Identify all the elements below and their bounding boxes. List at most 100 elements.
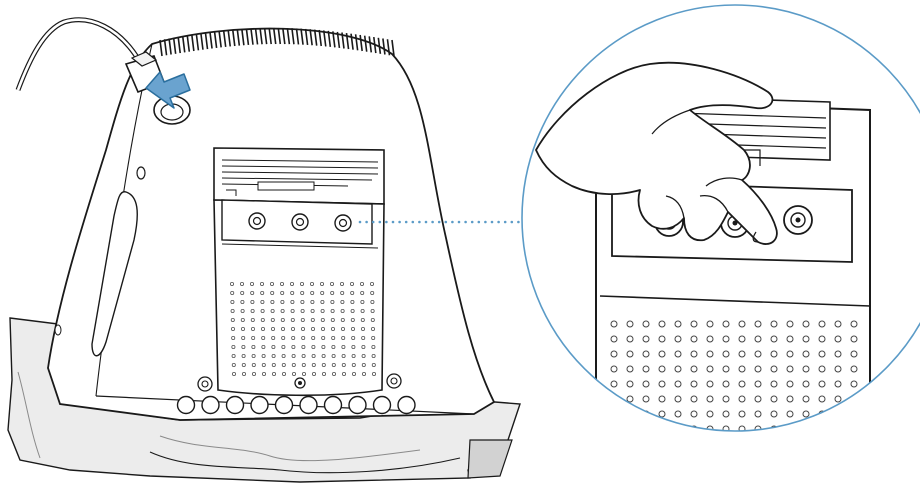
perforation-hole — [771, 441, 777, 447]
perforation-hole — [674, 410, 682, 418]
perforation-hole — [231, 344, 236, 349]
perforation-hole — [320, 308, 325, 313]
perforation-hole — [610, 335, 618, 343]
perforation-hole — [754, 335, 762, 343]
perforation-hole — [341, 335, 346, 340]
vent-slot — [268, 27, 272, 45]
vent-slot — [222, 30, 227, 47]
perforation-hole — [271, 371, 276, 376]
perforation-hole — [251, 362, 256, 367]
leader-dot — [418, 220, 421, 224]
perforation-hole — [331, 371, 336, 376]
perforation-hole — [722, 320, 730, 328]
perforation-hole — [787, 441, 793, 447]
perforation-hole — [321, 335, 326, 340]
perforation-hole — [754, 380, 762, 388]
perforation-hole — [754, 350, 762, 358]
perforation-hole — [370, 326, 375, 331]
vent-slot — [286, 28, 291, 45]
perforation-hole — [786, 410, 794, 418]
perforation-hole — [230, 326, 235, 331]
perforation-hole — [271, 362, 276, 367]
vent-slot — [168, 38, 172, 55]
vent-slot — [181, 36, 186, 53]
perforation-hole — [281, 371, 286, 376]
vent-slot — [322, 30, 327, 47]
perforation-hole — [231, 335, 236, 340]
perforation-hole — [850, 380, 858, 388]
perforation-hole — [786, 335, 794, 343]
leader-dot — [451, 220, 454, 224]
leader-dot — [385, 220, 388, 224]
unplug-arrow-icon — [145, 71, 191, 109]
perforation-hole — [261, 344, 266, 349]
leader-dot — [391, 220, 395, 224]
perforation-hole — [802, 380, 810, 388]
perforation-hole — [642, 380, 650, 388]
perforation-hole — [674, 395, 682, 403]
perforation-hole — [240, 299, 245, 304]
perforation-hole — [310, 299, 315, 304]
screw-icon — [334, 214, 352, 232]
perforation-hole — [707, 441, 713, 447]
vent-slot — [254, 28, 259, 45]
perforation-hole — [360, 317, 365, 322]
power-port — [153, 95, 191, 125]
vent-slot — [332, 31, 336, 48]
perforation-hole — [361, 335, 366, 340]
vent-slot — [159, 39, 163, 57]
perforation-hole — [330, 308, 335, 313]
perforation-hole — [281, 335, 286, 340]
perforation-hole — [280, 290, 285, 295]
perforation-hole — [802, 350, 810, 358]
perforation-hole — [361, 353, 366, 358]
perforation-hole — [350, 326, 355, 331]
side-hole — [136, 166, 146, 180]
perforation-hole — [738, 395, 746, 403]
perforation-hole — [240, 290, 245, 295]
perforation-hole — [270, 299, 275, 304]
perforation-hole — [834, 320, 842, 328]
perforation-hole — [340, 299, 345, 304]
vent-slot — [186, 35, 191, 52]
perforation-hole — [261, 371, 266, 376]
bottom-port — [274, 395, 294, 415]
leader-dot — [464, 220, 467, 224]
vent-slot — [304, 28, 309, 46]
perforation-hole — [706, 380, 714, 388]
vent-slot — [231, 29, 236, 47]
perforation-hole — [626, 425, 634, 431]
perforation-hole — [610, 380, 618, 388]
perforation-hole — [674, 425, 682, 431]
perforation-hole — [835, 441, 841, 447]
perforation-hole — [300, 308, 305, 313]
perforation-hole — [281, 353, 286, 358]
perforation-hole — [706, 365, 714, 373]
vent-slot — [382, 38, 386, 55]
perforation-hole — [754, 395, 762, 403]
perforation-hole — [834, 380, 842, 388]
vent-slot — [163, 39, 168, 56]
perforation-hole — [301, 344, 306, 349]
perforation-hole — [270, 326, 275, 331]
perforation-hole — [350, 299, 355, 304]
perforation-hole — [231, 353, 236, 358]
perforation-hole — [351, 335, 356, 340]
vent-slot — [318, 29, 323, 47]
perforation-hole — [249, 281, 254, 286]
perforation-hole — [754, 320, 762, 328]
perforation-hole — [850, 335, 858, 343]
perforation-hole — [349, 281, 354, 286]
perforation-hole — [626, 395, 634, 403]
perforation-hole — [250, 290, 255, 295]
perforation-hole — [690, 320, 698, 328]
perforation-hole — [251, 344, 256, 349]
perforation-hole — [340, 317, 345, 322]
perforation-hole — [341, 344, 346, 349]
perforation-hole — [770, 320, 778, 328]
vent-slot — [227, 30, 232, 47]
perforation-hole — [311, 344, 316, 349]
perforation-hole — [311, 335, 316, 340]
